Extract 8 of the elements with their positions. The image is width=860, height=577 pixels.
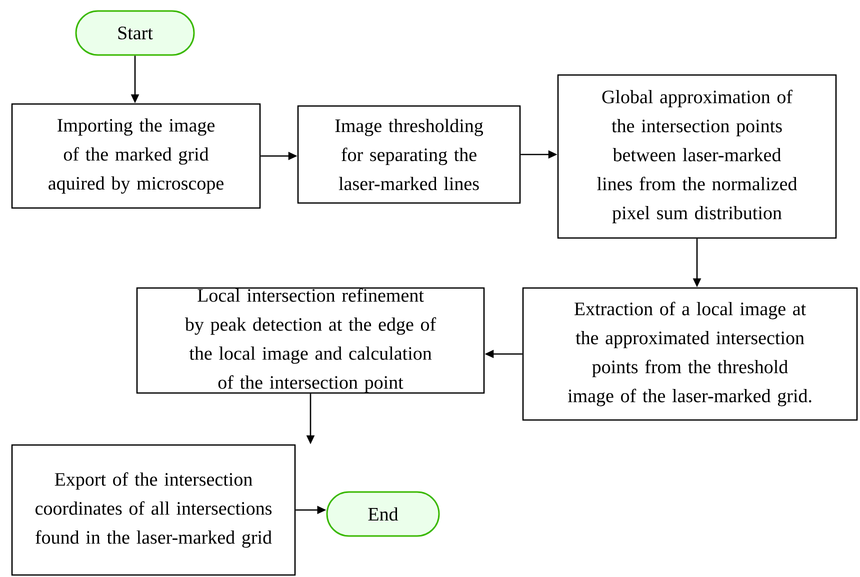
process-box: Importing the image of the marked grid aquired by microscope [11, 103, 261, 209]
terminal-box: Start [75, 10, 195, 56]
process-box: Export of the intersection coordinates of all intersections found in the laser-marked grid [11, 444, 296, 576]
process-box: Extraction of a local image at the approximated intersection points from the threshold image of the laser-marked grid. [522, 287, 858, 421]
process-box: Image thresholding for separating the laser-marked lines [297, 105, 521, 204]
process-box: Global approximation of the intersection points between laser-marked lines from the normalized pixel sum distribution [557, 74, 837, 239]
terminal-box: End [326, 491, 440, 537]
process-box: Local intersection refinement by peak detection at the edge of the local image and calculation of the intersection point [136, 287, 485, 394]
